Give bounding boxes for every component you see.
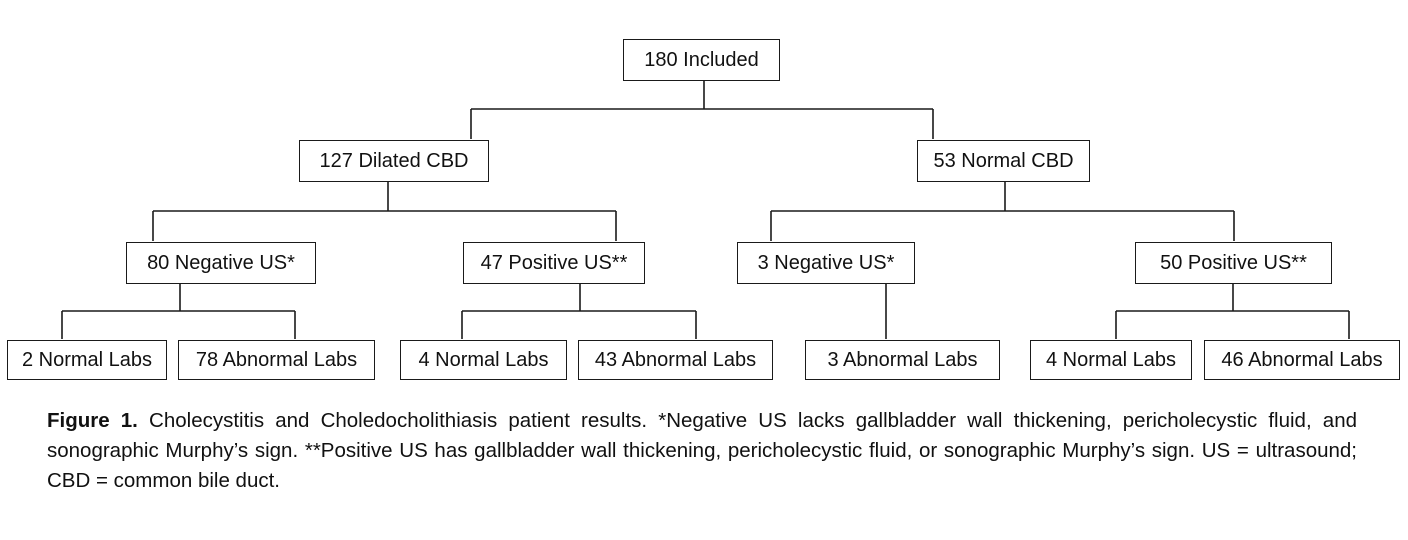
node-labs-4-normal-b: 4 Normal Labs [1030, 340, 1192, 380]
connector-normal-cbd [770, 181, 1235, 241]
node-labs-43-abnormal: 43 Abnormal Labs [578, 340, 773, 380]
node-normal-positive-us: 50 Positive US** [1135, 242, 1332, 284]
flowchart: 180 Included 127 Dilated CBD 53 Normal C… [7, 39, 1400, 380]
node-labs-4-normal: 4 Normal Labs [400, 340, 567, 380]
connector-dilated [152, 181, 617, 241]
figure-label: Figure 1. [47, 409, 138, 432]
node-included: 180 Included [623, 39, 780, 81]
node-normal-cbd: 53 Normal CBD [917, 140, 1090, 182]
connector-dil-neg [61, 283, 296, 339]
connector-lines [61, 80, 1350, 339]
figure-caption: Figure 1. Cholecystitis and Choledocholi… [47, 406, 1357, 496]
node-dilated-negative-us: 80 Negative US* [126, 242, 316, 284]
figure-caption-text: Cholecystitis and Choledocholithiasis pa… [47, 409, 1357, 492]
node-dilated-positive-us: 47 Positive US** [463, 242, 645, 284]
connector-root [470, 80, 934, 139]
node-dilated-cbd: 127 Dilated CBD [299, 140, 489, 182]
node-normal-negative-us: 3 Negative US* [737, 242, 915, 284]
node-labs-3-abnormal: 3 Abnormal Labs [805, 340, 1000, 380]
node-labs-78-abnormal: 78 Abnormal Labs [178, 340, 375, 380]
connector-norm-pos [1115, 283, 1350, 339]
node-labs-2-normal: 2 Normal Labs [7, 340, 167, 380]
connector-dil-pos [461, 283, 697, 339]
node-labs-46-abnormal: 46 Abnormal Labs [1204, 340, 1400, 380]
